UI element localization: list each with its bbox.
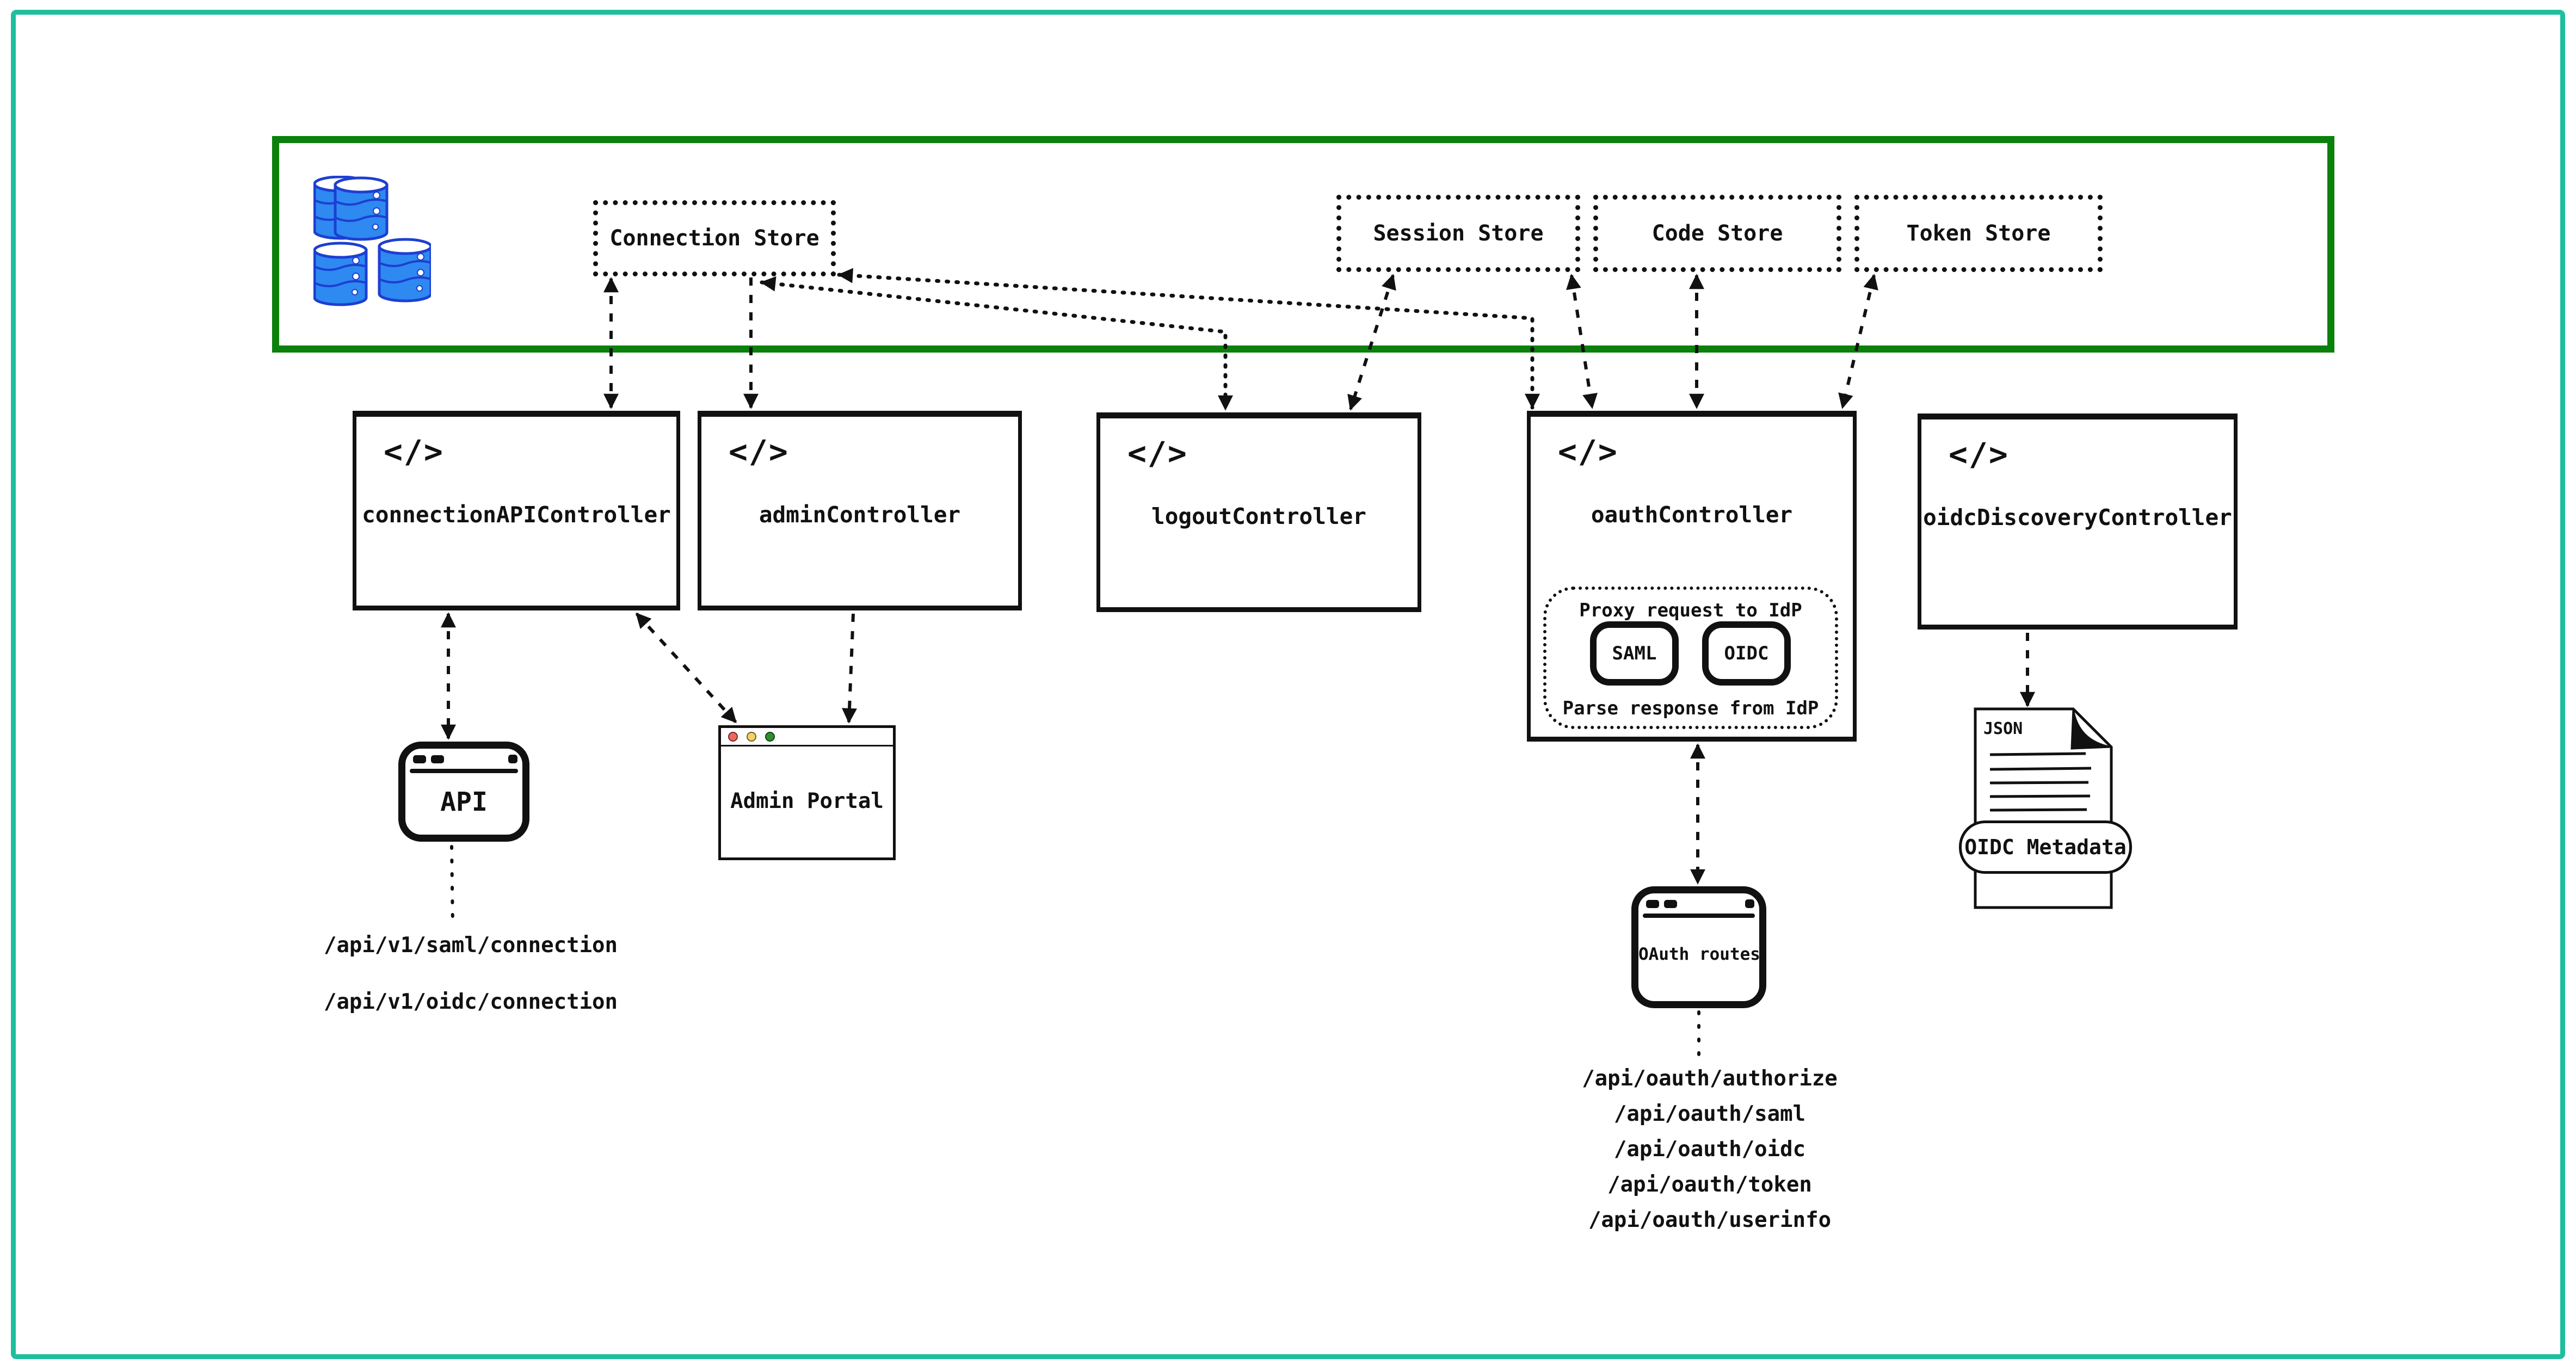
- api-label: API: [440, 787, 488, 817]
- code-store-label: Code Store: [1651, 221, 1783, 246]
- database-cluster-icon: [313, 176, 431, 307]
- admin-portal-label: Admin Portal: [730, 789, 884, 813]
- oauth-route: /api/oauth/userinfo: [1588, 1208, 1832, 1232]
- window-dot-icon: [508, 755, 517, 763]
- oauth-controller-label: oauthController: [1591, 502, 1793, 528]
- oidc-protocol-box: OIDC: [1702, 621, 1791, 686]
- saml-protocol-box: SAML: [1590, 621, 1679, 686]
- maximize-window-icon: [765, 731, 775, 742]
- token-store: Token Store: [1854, 195, 2103, 272]
- arrow-connection-api-admin-portal: [635, 612, 737, 724]
- window-dot-icon: [1745, 899, 1754, 908]
- code-icon: </>: [1558, 433, 1618, 470]
- window-toolbar: [1643, 914, 1755, 918]
- api-route: /api/v1/saml/connection: [323, 933, 618, 958]
- oauth-route: /api/oauth/saml: [1613, 1102, 1806, 1126]
- admin-portal-window: Admin Portal: [718, 725, 896, 860]
- window-titlebar: [721, 728, 893, 746]
- admin-controller-label: adminController: [759, 502, 961, 528]
- code-icon: </>: [384, 433, 444, 470]
- line-api-routes: [450, 845, 454, 927]
- arrow-token-store-oauth: [1838, 274, 1878, 409]
- oauth-route: /api/oauth/authorize: [1582, 1066, 1838, 1091]
- connection-store: Connection Store: [593, 200, 836, 276]
- oidc-discovery-controller: </> oidcDiscoveryController: [1918, 414, 2238, 630]
- connection-api-controller-label: connectionAPIController: [362, 502, 671, 528]
- window-dot-icon: [1646, 900, 1659, 908]
- code-icon: </>: [1949, 436, 2009, 473]
- oidc-label: OIDC: [1724, 643, 1769, 664]
- window-dot-icon: [1664, 900, 1677, 908]
- arrow-session-store-oauth: [1566, 274, 1598, 409]
- idp-proxy-box: Proxy request to IdP SAML OIDC Parse res…: [1543, 587, 1838, 729]
- session-store: Session Store: [1336, 195, 1580, 272]
- minimize-window-icon: [747, 731, 756, 742]
- close-window-icon: [728, 731, 738, 742]
- admin-controller: </> adminController: [698, 411, 1022, 610]
- connection-api-controller: </> connectionAPIController: [353, 411, 680, 610]
- proxy-request-label: Proxy request to IdP: [1579, 600, 1802, 621]
- code-store: Code Store: [1593, 195, 1841, 272]
- oauth-controller: </> oauthController Proxy request to IdP…: [1527, 411, 1857, 742]
- connection-store-label: Connection Store: [609, 226, 819, 251]
- code-icon: </>: [1127, 435, 1188, 472]
- window-dot-icon: [431, 755, 444, 763]
- api-route-list: /api/v1/saml/connection /api/v1/oidc/con…: [307, 931, 634, 1045]
- json-doc-type-label: JSON: [1983, 719, 2023, 738]
- page-border: [11, 10, 2565, 1359]
- saml-label: SAML: [1612, 643, 1657, 664]
- window-dot-icon: [413, 755, 426, 763]
- oauth-routes-label: OAuth routes: [1638, 945, 1760, 964]
- logout-controller-label: logoutController: [1151, 503, 1366, 529]
- oauth-route: /api/oauth/token: [1607, 1172, 1812, 1197]
- oauth-route: /api/oauth/oidc: [1613, 1137, 1806, 1162]
- code-icon: </>: [729, 433, 789, 470]
- token-store-label: Token Store: [1906, 221, 2051, 246]
- oidc-metadata-label: OIDC Metadata: [1964, 835, 2127, 859]
- api-route: /api/v1/oidc/connection: [323, 990, 618, 1014]
- parse-response-label: Parse response from IdP: [1562, 698, 1819, 719]
- logout-controller: </> logoutController: [1096, 412, 1421, 612]
- arrow-admin-admin-portal: [842, 613, 858, 724]
- arrow-connection-store-oauth: [837, 268, 1540, 410]
- oauth-routes-box: OAuth routes: [1631, 886, 1766, 1008]
- api-client-box: API: [398, 742, 529, 842]
- oidc-discovery-controller-label: oidcDiscoveryController: [1923, 504, 2232, 530]
- oidc-metadata-banner: OIDC Metadata: [1959, 820, 2132, 874]
- window-toolbar: [410, 769, 518, 773]
- session-store-label: Session Store: [1373, 221, 1544, 246]
- oauth-route-list: /api/oauth/authorize /api/oauth/saml /ap…: [1546, 1065, 1873, 1242]
- arrow-connection-store-logout: [760, 276, 1233, 411]
- arrow-session-store-logout: [1347, 274, 1396, 411]
